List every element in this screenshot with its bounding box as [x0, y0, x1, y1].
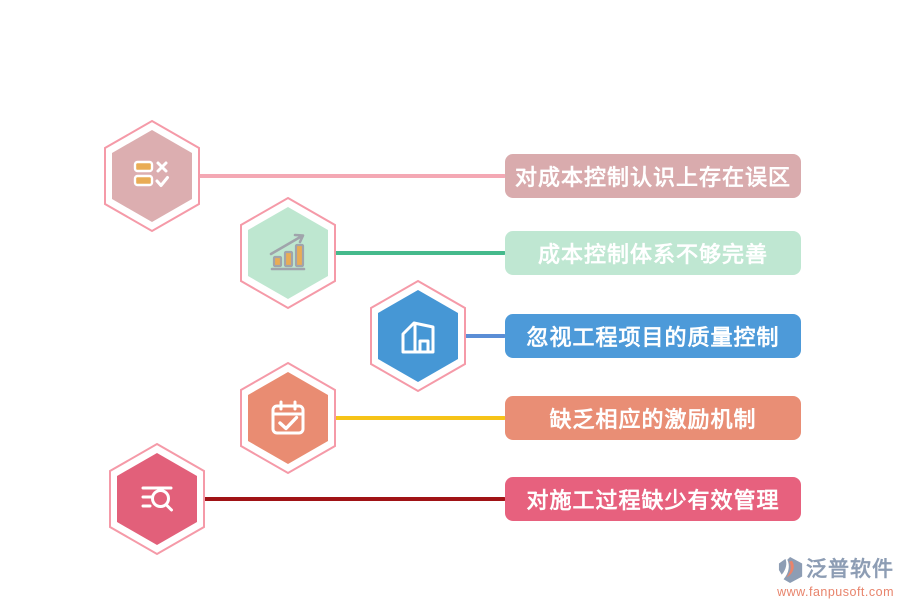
- search-list-icon: [141, 486, 173, 512]
- hexagon-calendar: [240, 361, 336, 475]
- growth-chart-icon: [269, 233, 306, 271]
- connector-line-1: [198, 174, 506, 178]
- cause-banner-2: 成本控制体系不够完善: [505, 231, 801, 275]
- cause-banner-4-label: 缺乏相应的激励机制: [549, 407, 757, 432]
- watermark: 泛普软件 www.fanpusoft.com: [744, 556, 894, 599]
- warehouse-icon: [401, 321, 435, 354]
- cause-banner-3: 忽视工程项目的质量控制: [505, 314, 801, 358]
- x-mark-icon: [156, 161, 168, 173]
- cause-banner-5-label: 对施工过程缺少有效管理: [526, 488, 780, 513]
- connector-line-5: [203, 497, 506, 501]
- fanpu-logo-icon: [778, 556, 803, 583]
- cause-banner-4: 缺乏相应的激励机制: [505, 396, 801, 440]
- checklist-icon: [133, 160, 169, 187]
- hexagon-fill: [117, 453, 197, 545]
- hexagon-search-list: [109, 442, 205, 556]
- cause-banner-5: 对施工过程缺少有效管理: [505, 477, 801, 521]
- connector-line-2: [334, 251, 506, 255]
- cause-banner-1: 对成本控制认识上存在误区: [505, 154, 801, 198]
- connector-line-4: [334, 416, 506, 420]
- hexagon-checklist: [104, 119, 200, 233]
- watermark-url: www.fanpusoft.com: [777, 584, 894, 599]
- connector-line-3: [464, 334, 506, 338]
- cause-banner-3-label: 忽视工程项目的质量控制: [526, 325, 780, 350]
- hexagon-fill: [248, 372, 328, 464]
- check-mark-icon: [155, 176, 169, 187]
- cause-banner-2-label: 成本控制体系不够完善: [537, 242, 768, 267]
- calendar-check-icon: [271, 400, 305, 435]
- watermark-brand: 泛普软件: [806, 558, 894, 581]
- hexagon-growth-chart: [240, 196, 336, 310]
- hexagon-fill: [378, 290, 458, 382]
- hexagon-warehouse: [370, 279, 466, 393]
- cause-banner-1-label: 对成本控制认识上存在误区: [514, 165, 791, 190]
